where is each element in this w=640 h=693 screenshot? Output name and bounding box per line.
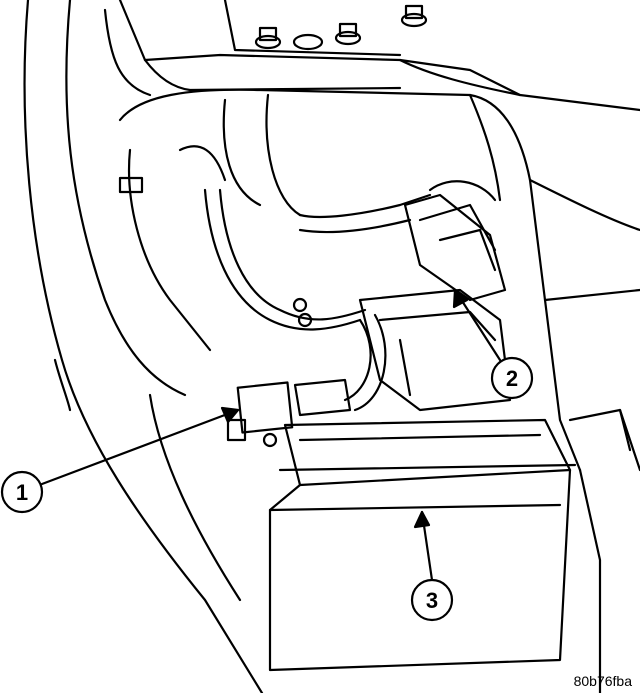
- leader-line-2: [452, 288, 502, 362]
- callout-number-3: 3: [426, 588, 438, 613]
- leader-line-3: [413, 510, 434, 582]
- callout-circle-3: [410, 578, 454, 622]
- figure-code: 80b76fba: [573, 673, 632, 689]
- callout-circle-2: [490, 356, 534, 400]
- callout-circle-1: [0, 470, 44, 514]
- air-duct: [358, 288, 512, 412]
- callout-number-1: 1: [16, 480, 28, 505]
- access-hole: [292, 33, 324, 51]
- hex-bolt: [254, 26, 282, 50]
- frame-rail: [528, 178, 640, 693]
- hex-bolt: [334, 22, 362, 46]
- cowl-panel: [118, 0, 640, 112]
- headlamp-connector: [403, 180, 507, 302]
- wiring-harness: [203, 188, 432, 412]
- hex-bolt: [400, 4, 428, 28]
- leader-line-1: [40, 406, 240, 486]
- callout-number-2: 2: [506, 366, 518, 391]
- battery-tray: [268, 418, 577, 672]
- wheelhouse: [118, 88, 582, 472]
- fender-panel: [23, 0, 264, 693]
- relay-module: [226, 378, 352, 448]
